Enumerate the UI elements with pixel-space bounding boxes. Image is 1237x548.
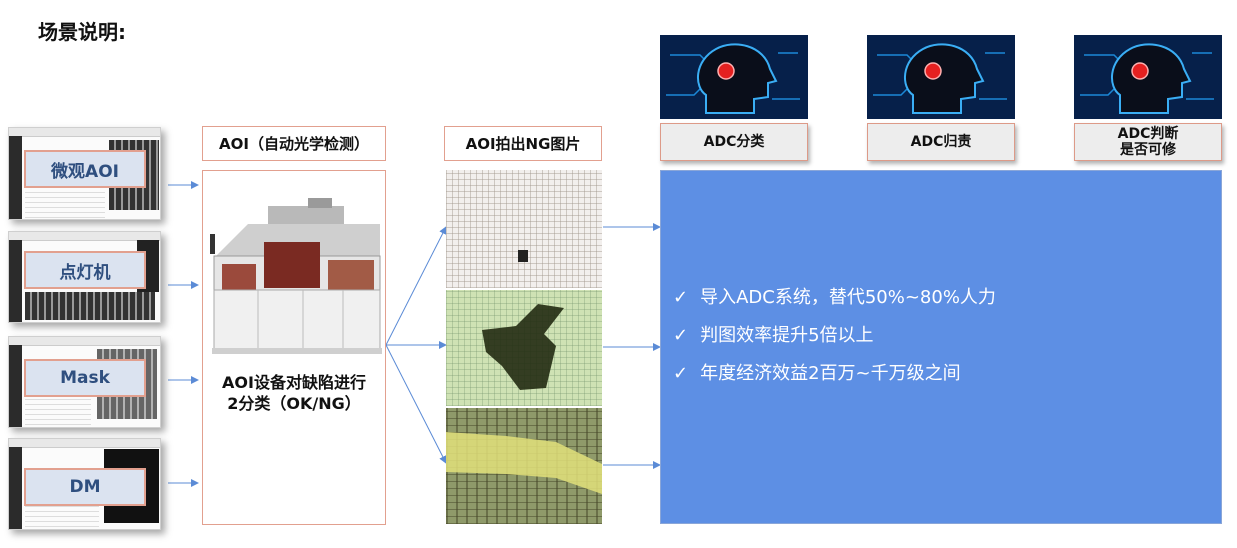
ng-header: AOI拍出NG图片: [444, 126, 602, 161]
adc-classify-box: ADC分类: [660, 123, 808, 161]
source-label-lighting: 点灯机: [24, 251, 146, 289]
adc-result-panel: ✓ 导入ADC系统，替代50%~80%人力 ✓ 判图效率提升5倍以上 ✓ 年度经济效益…: [660, 170, 1222, 524]
ai-head-icon-1: [660, 35, 808, 119]
check-icon: ✓: [673, 325, 689, 346]
adc-classify-label: ADC分类: [703, 134, 765, 150]
ng-image-3: [446, 408, 602, 524]
source-label-dm: DM: [24, 468, 146, 506]
source-label-micro-aoi: 微观AOI: [24, 150, 146, 188]
arrow-aoi-ng-3: [385, 344, 447, 464]
benefit-text: 年度经济效益2百万~千万级之间: [700, 363, 961, 384]
ai-head-icon-2: [867, 35, 1015, 119]
adc-repair-label-line1: ADC判断: [1117, 126, 1179, 142]
aoi-header: AOI（自动光学检测）: [202, 126, 386, 161]
aoi-caption: AOI设备对缺陷进行 2分类（OK/NG）: [202, 372, 386, 420]
ng-image-1: [446, 170, 602, 288]
source-label-mask: Mask: [24, 359, 146, 397]
ng-image-2: [446, 290, 602, 406]
benefit-item: ✓ 判图效率提升5倍以上: [673, 317, 996, 355]
benefit-text: 判图效率提升5倍以上: [700, 325, 874, 346]
check-icon: ✓: [673, 287, 689, 308]
adc-repair-label-line2: 是否可修: [1120, 142, 1176, 158]
aoi-machine-image: [210, 198, 382, 354]
ai-head-icon-3: [1074, 35, 1222, 119]
page-title: 场景说明:: [38, 20, 126, 44]
adc-attribution-label: ADC归责: [910, 134, 972, 150]
aoi-caption-line1: AOI设备对缺陷进行: [222, 373, 366, 392]
benefit-text: 导入ADC系统，替代50%~80%人力: [700, 287, 996, 308]
benefit-list: ✓ 导入ADC系统，替代50%~80%人力 ✓ 判图效率提升5倍以上 ✓ 年度经济效益…: [673, 279, 996, 393]
adc-repair-box: ADC判断 是否可修: [1074, 123, 1222, 161]
aoi-caption-line2: 2分类（OK/NG）: [227, 394, 361, 413]
benefit-item: ✓ 年度经济效益2百万~千万级之间: [673, 355, 996, 393]
check-icon: ✓: [673, 363, 689, 384]
adc-attribution-box: ADC归责: [867, 123, 1015, 161]
benefit-item: ✓ 导入ADC系统，替代50%~80%人力: [673, 279, 996, 317]
arrow-aoi-ng-1: [385, 226, 447, 346]
